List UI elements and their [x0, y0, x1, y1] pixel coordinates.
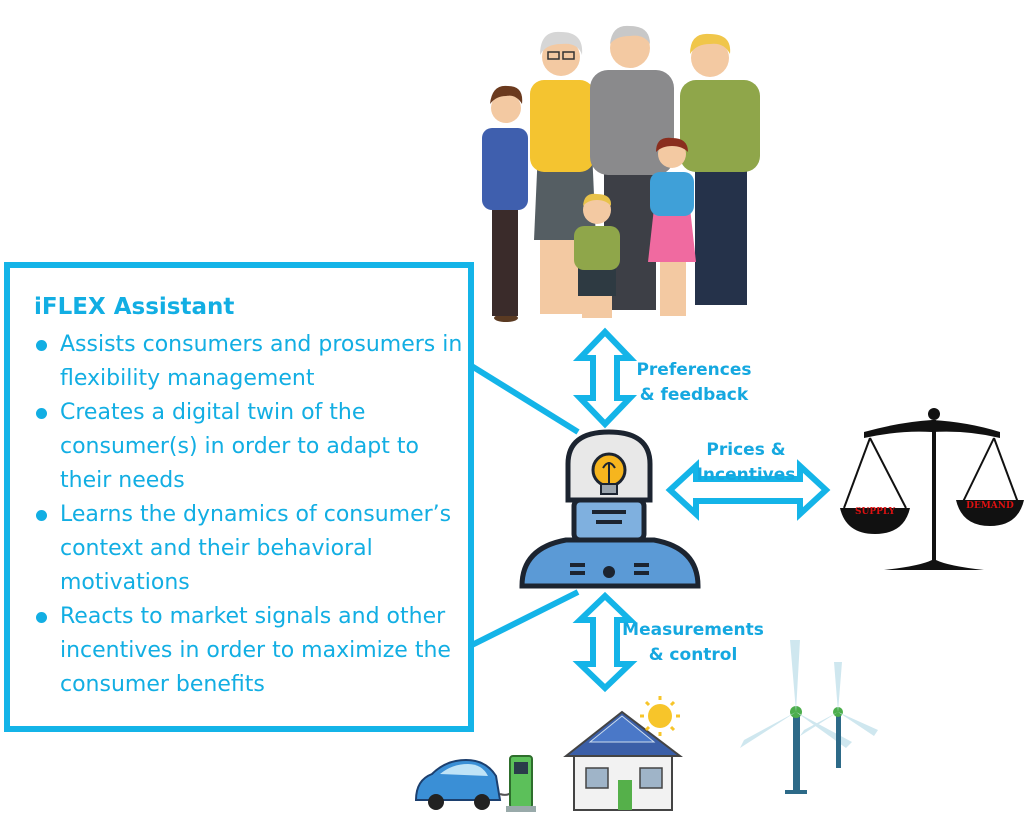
person-father: [680, 33, 760, 305]
double-arrow-measurements: [572, 591, 638, 693]
bullet-dot-icon: [36, 340, 47, 351]
person-child: [574, 193, 620, 318]
double-arrow-preferences: [572, 327, 638, 429]
balance-scale-icon: SUPPLY DEMAND: [840, 408, 1024, 570]
label-preferences-feedback: Preferences & feedback: [636, 360, 752, 405]
family-illustration: [482, 25, 760, 322]
wind-turbine-icon: [740, 640, 878, 794]
bullet-item: Reacts to market signals and other incen…: [34, 600, 464, 702]
connector-line-bottom: [468, 589, 580, 649]
connector-line-top: [468, 362, 580, 435]
lightbulb-icon: [591, 452, 627, 495]
person-boy: [482, 85, 528, 322]
scale-demand-label: DEMAND: [966, 501, 1014, 511]
bullet-dot-icon: [36, 612, 47, 623]
charging-station-icon: [506, 755, 536, 812]
scale-supply-label: SUPPLY: [855, 507, 896, 517]
house-solar-icon: [563, 710, 683, 811]
label-prices-incentives: Prices & Incentives: [696, 440, 796, 485]
bullet-item: Learns the dynamics of consumer’s contex…: [34, 498, 464, 600]
label-measurements-control: Measurements & control: [622, 620, 764, 665]
electric-car-icon: [414, 758, 517, 810]
assistant-title: iFLEX Assistant: [34, 294, 235, 320]
sun-icon: [640, 696, 680, 736]
robot-assistant-icon: [519, 429, 701, 589]
bullet-dot-icon: [36, 510, 47, 521]
bullet-item: Assists consumers and prosumers in flexi…: [34, 328, 464, 396]
double-arrow-prices: [665, 459, 831, 521]
bullet-dot-icon: [36, 408, 47, 419]
assistant-info-box: iFLEX Assistant Assists consumers and pr…: [4, 262, 474, 732]
person-girl: [648, 137, 696, 316]
assistant-bullet-list: Assists consumers and prosumers in flexi…: [34, 328, 464, 702]
bullet-item: Creates a digital twin of the consumer(s…: [34, 396, 464, 498]
